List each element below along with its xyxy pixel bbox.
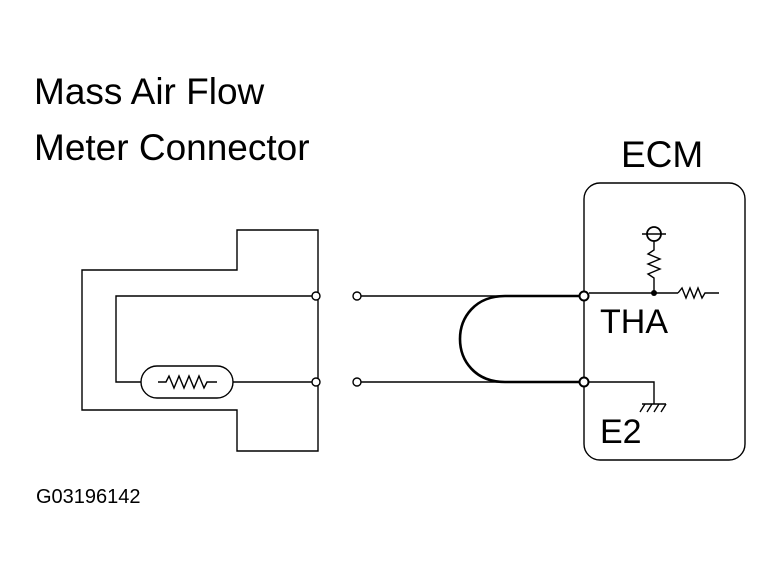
ecm-e2-line [589, 381, 655, 404]
harness-terminal-2 [352, 377, 362, 387]
connector-title-line1: Mass Air Flow [34, 71, 265, 112]
ecm-pin-e2 [578, 376, 590, 388]
maf-connector-housing [81, 229, 319, 452]
pin-label-e2: E2 [600, 413, 642, 451]
pullup-resistor-icon [646, 241, 662, 293]
pin-label-tha: THA [600, 303, 668, 341]
ground-hatch-1 [639, 403, 646, 413]
wire-shield-loop [458, 294, 579, 384]
connector-terminal-1 [311, 291, 321, 301]
ecm-box [583, 182, 746, 461]
thermistor-resistor-icon [158, 374, 217, 390]
connector-terminal-2 [311, 377, 321, 387]
thermistor-capsule [140, 365, 234, 399]
ecm-pin-tha [578, 290, 590, 302]
series-resistor-icon [677, 286, 719, 300]
harness-terminal-1 [352, 291, 362, 301]
ground-hatch-2 [646, 403, 653, 413]
ground-hatch-3 [653, 403, 660, 413]
figure-code: G03196142 [36, 486, 141, 508]
maf-internal-wire-top [115, 295, 316, 383]
connector-title-line2: Meter Connector [34, 127, 310, 168]
ecm-label: ECM [621, 134, 703, 175]
ground-hatch-4 [660, 403, 667, 413]
